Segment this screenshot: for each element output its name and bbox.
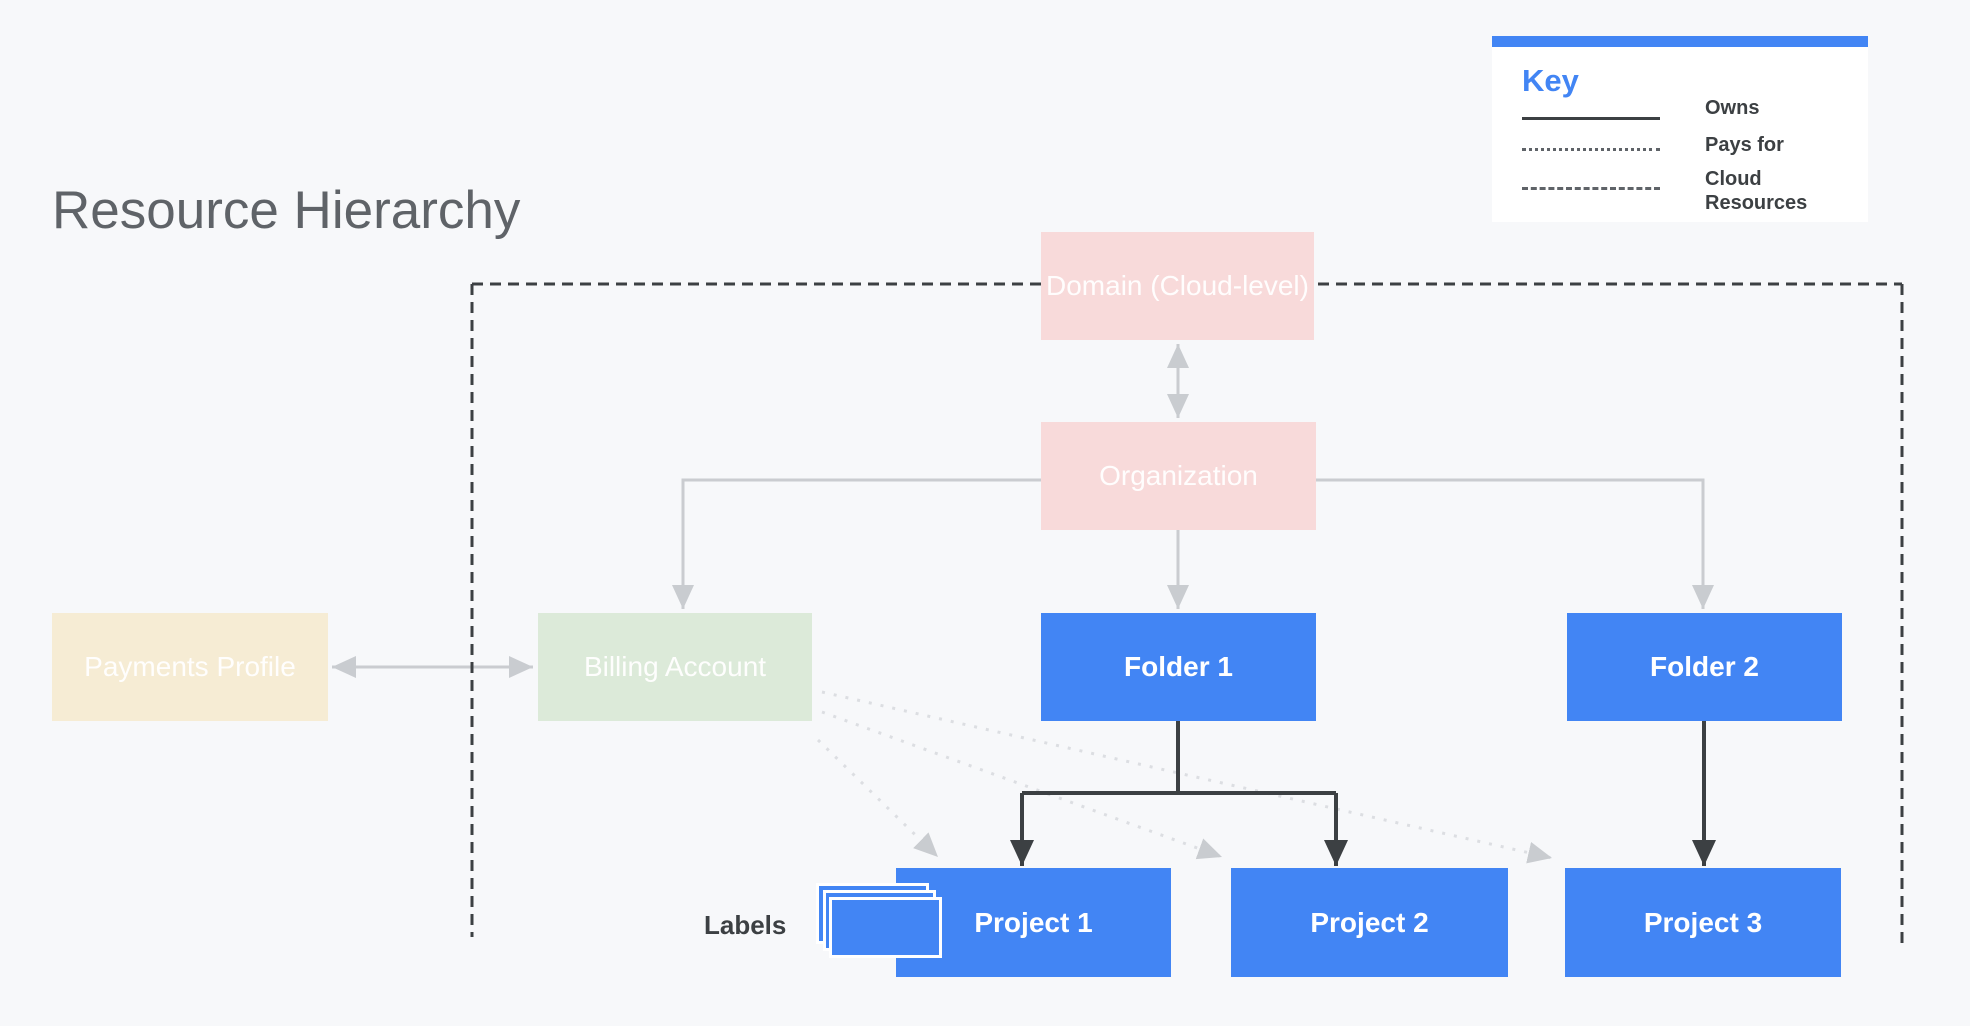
node-folder-1-label: Folder 1	[1124, 651, 1233, 682]
legend-label-owns: Owns	[1705, 97, 1760, 119]
labels-stack-rect-front	[829, 897, 942, 958]
legend-label-cloud-resources: Cloud Resources	[1705, 168, 1808, 214]
pays-for-line-sample	[1522, 148, 1660, 151]
node-project-3-label: Project 3	[1643, 906, 1763, 938]
pays-for-arrows	[816, 690, 1553, 864]
page-title: Resource Hierarchy	[52, 181, 521, 240]
node-organization-label: Organization	[1099, 460, 1258, 491]
node-payments-profile: Payments Profile	[52, 613, 328, 721]
legend-panel: Key Owns Pays for Cloud Resources	[1492, 36, 1868, 222]
cloud-resources-line-sample	[1522, 187, 1660, 190]
owns-line-sample	[1522, 117, 1660, 120]
labels-stack-icon	[816, 883, 946, 961]
node-organization: Organization	[1041, 422, 1316, 530]
node-domain-label: Domain (Cloud-level)	[1046, 270, 1309, 301]
node-project-1-label: Project 1	[974, 906, 1093, 938]
legend-label-pays-for: Pays for	[1705, 134, 1784, 156]
node-project-2: Project 2	[1231, 868, 1508, 977]
cloud-resources-boundary	[470, 282, 1904, 950]
legend-heading: Key	[1522, 63, 1579, 98]
node-folder-1: Folder 1	[1041, 613, 1316, 721]
owns-arrows-dark	[1010, 721, 1716, 866]
legend-accent-bar	[1492, 36, 1868, 47]
node-project-2-label: Project 2	[1310, 906, 1429, 938]
node-payments-profile-label: Payments Profile	[84, 651, 296, 682]
node-folder-2: Folder 2	[1567, 613, 1842, 721]
labels-annotation: Labels	[704, 910, 787, 940]
node-folder-2-label: Folder 2	[1650, 651, 1759, 682]
node-project-3: Project 3	[1565, 868, 1841, 977]
node-domain: Domain (Cloud-level)	[1041, 232, 1314, 340]
node-billing-account: Billing Account	[538, 613, 812, 721]
node-billing-account-label: Billing Account	[583, 651, 767, 682]
owns-arrows-gray	[332, 344, 1714, 678]
